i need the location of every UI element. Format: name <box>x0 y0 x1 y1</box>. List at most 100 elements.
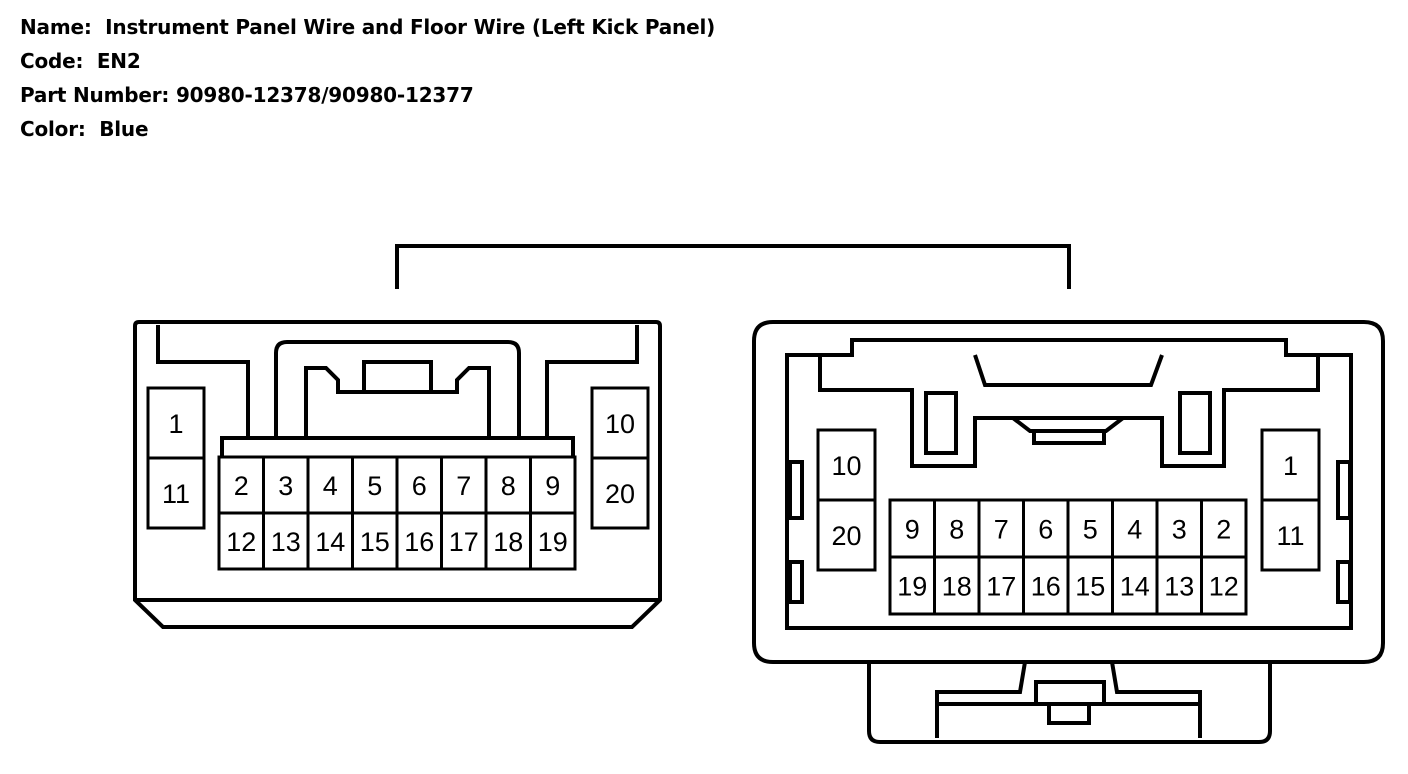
code-label: Code: <box>20 49 84 73</box>
left-pin-11: 11 <box>146 456 206 530</box>
left-pin-label: 9 <box>545 471 560 501</box>
right-pin-12: 12 <box>1200 555 1248 616</box>
left-pin-label: 4 <box>323 471 338 501</box>
left-pin-label: 17 <box>449 527 479 557</box>
part-number-line: Part Number: 90980-12378/90980-12377 <box>20 78 715 112</box>
right-pin-label: 19 <box>897 572 927 602</box>
left-pin-5: 5 <box>351 455 399 515</box>
color-line: Color: Blue <box>20 112 715 146</box>
left-connector-housing <box>133 320 662 629</box>
left-pin-20: 20 <box>590 456 650 530</box>
left-pin-label: 2 <box>234 471 249 501</box>
left-pin-cavity <box>590 456 650 530</box>
right-pin-cavity <box>816 498 877 572</box>
left-pin-label: 20 <box>605 479 635 509</box>
right-pin-label: 9 <box>905 515 920 545</box>
left-pin-15: 15 <box>351 511 399 571</box>
right-guide-right <box>1178 391 1212 455</box>
mating-bracket <box>395 244 1071 289</box>
right-pin-17: 17 <box>977 555 1025 616</box>
right-pin-label: 20 <box>831 521 861 551</box>
left-pin-7: 7 <box>440 455 488 515</box>
name-value: Instrument Panel Wire and Floor Wire (Le… <box>105 15 716 39</box>
right-pin-15: 15 <box>1066 555 1114 616</box>
name-label: Name: <box>20 15 92 39</box>
right-pin-11: 11 <box>1260 498 1321 572</box>
right-pin-label: 10 <box>831 451 861 481</box>
right-pin-label: 16 <box>1031 572 1061 602</box>
right-pin-label: 2 <box>1216 515 1231 545</box>
left-pin-13: 13 <box>262 511 310 571</box>
left-pin-8: 8 <box>484 455 532 515</box>
right-pin-6: 6 <box>1022 498 1070 559</box>
left-pin-19: 19 <box>529 511 577 571</box>
right-pin-label: 8 <box>949 515 964 545</box>
name-line: Name: Instrument Panel Wire and Floor Wi… <box>20 10 715 44</box>
left-pin-14: 14 <box>306 511 354 571</box>
left-pin-1: 1 <box>146 386 206 460</box>
left-pin-label: 18 <box>493 527 523 557</box>
right-pin-9: 9 <box>888 498 936 559</box>
right-pin-label: 7 <box>994 515 1009 545</box>
right-pin-1: 1 <box>1260 428 1321 502</box>
right-side-rib-4 <box>1336 560 1352 604</box>
left-pin-2: 2 <box>217 455 265 515</box>
left-pin-label: 11 <box>162 479 190 509</box>
right-guide-left <box>924 391 958 455</box>
right-pin-label: 4 <box>1127 515 1142 545</box>
right-pin-7: 7 <box>977 498 1025 559</box>
right-side-rib-1 <box>788 460 804 520</box>
right-connector-inner-wall <box>785 338 1353 630</box>
left-pin-label: 19 <box>538 527 568 557</box>
right-pin-19: 19 <box>888 555 936 616</box>
left-pin-label: 5 <box>367 471 382 501</box>
right-center-key-block <box>1032 429 1106 445</box>
left-pin-label: 3 <box>278 471 293 501</box>
left-pin-cavity <box>146 456 206 530</box>
right-pin-label: 15 <box>1075 572 1105 602</box>
right-pin-cavity <box>1200 555 1248 616</box>
code-value: EN2 <box>96 49 141 73</box>
left-pin-label: 7 <box>456 471 471 501</box>
right-pin-label: 6 <box>1038 515 1053 545</box>
left-pin-label: 15 <box>360 527 390 557</box>
right-pin-label: 3 <box>1172 515 1187 545</box>
left-pin-label: 12 <box>226 527 256 557</box>
right-pin-label: 5 <box>1083 515 1098 545</box>
left-latch-lock <box>362 360 433 392</box>
right-connector-top-notch <box>973 354 1164 387</box>
left-pin-label: 13 <box>271 527 301 557</box>
left-pin-17: 17 <box>440 511 488 571</box>
right-pin-label: 18 <box>942 572 972 602</box>
left-pin-16: 16 <box>395 511 443 571</box>
right-connector-top-ridge <box>818 355 1320 468</box>
left-pin-3: 3 <box>262 455 310 515</box>
right-pin-10: 10 <box>816 428 877 502</box>
part-number-value: 90980-12378/90980-12377 <box>175 83 474 107</box>
right-side-rib-2 <box>788 560 804 604</box>
left-pin-6: 6 <box>395 455 443 515</box>
right-connector-housing <box>752 320 1385 664</box>
color-value: Blue <box>99 117 149 141</box>
right-pin-18: 18 <box>933 555 981 616</box>
right-pin-label: 14 <box>1120 572 1150 602</box>
left-pin-label: 1 <box>168 409 183 439</box>
left-connector-outer-rim <box>156 325 250 456</box>
color-label: Color: <box>20 117 86 141</box>
left-latch-inner <box>304 366 491 438</box>
right-side-rib-3 <box>1336 460 1352 520</box>
right-pin-label: 17 <box>986 572 1016 602</box>
left-pin-cavity <box>529 511 577 571</box>
right-pin-3: 3 <box>1155 498 1203 559</box>
left-pin-label: 10 <box>605 409 635 439</box>
right-pin-label: 1 <box>1283 451 1298 481</box>
left-pin-label: 14 <box>315 527 345 557</box>
right-pin-14: 14 <box>1111 555 1159 616</box>
right-pin-label: 11 <box>1276 521 1304 551</box>
left-pin-label: 6 <box>412 471 427 501</box>
right-pin-4: 4 <box>1111 498 1159 559</box>
left-pin-label: 16 <box>404 527 434 557</box>
